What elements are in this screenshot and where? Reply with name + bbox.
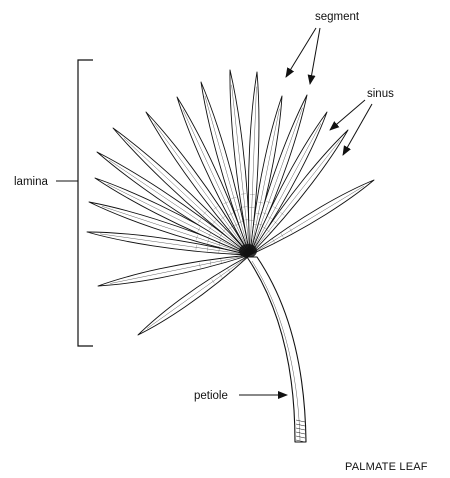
- segment-arrow: [286, 28, 316, 77]
- palm-leaf-illustration: [87, 70, 374, 442]
- segment-label: segment: [315, 11, 360, 23]
- sinus-arrow: [343, 104, 372, 155]
- lamina-label: lamina: [14, 176, 48, 188]
- petiole-stalk: [247, 257, 306, 442]
- sinus-label: sinus: [367, 88, 394, 100]
- figure-caption: PALMATE LEAF: [345, 461, 428, 473]
- segment-arrow: [310, 28, 320, 84]
- leaf-hub: [239, 244, 257, 258]
- petiole-label: petiole: [194, 390, 228, 402]
